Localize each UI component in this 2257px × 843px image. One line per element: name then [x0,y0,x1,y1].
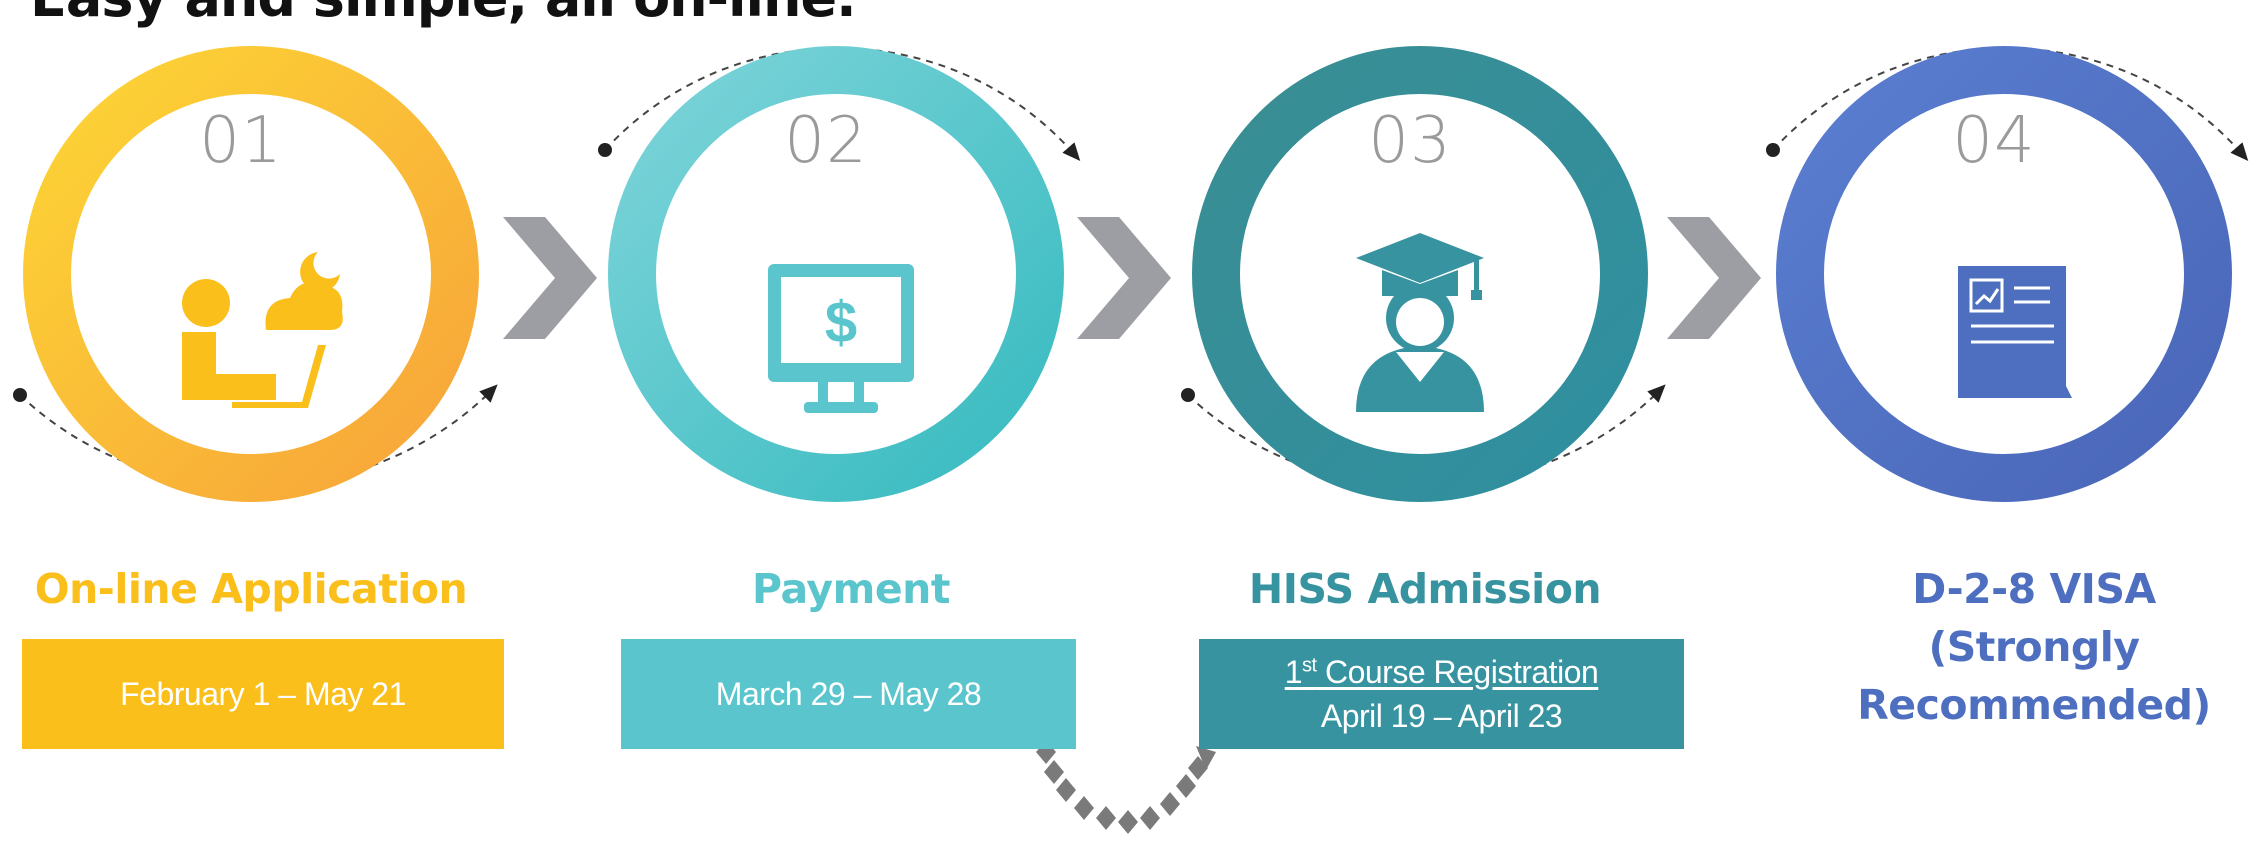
step-3-dates: April 19 – April 23 [1320,698,1563,734]
graduate-icon [1356,233,1484,412]
course-registration-link[interactable]: 1st Course Registration [1284,654,1599,690]
step-2-ring [608,46,1064,502]
step-4-title-line1: D-2-8 VISA [1912,565,2156,613]
chevron-right-icon [503,217,597,339]
step-1-date-box: February 1 – May 21 [22,639,504,749]
step-4-title-line3: Recommended) [1857,681,2211,729]
step-4-number: 04 [1952,104,2036,178]
arrow-chain-icon [1036,740,1216,834]
step-4-ring [1776,46,2232,502]
chevron-right-icon [1077,217,1171,339]
step-3-date-box: 1st Course Registration April 19 – April… [1199,639,1684,749]
page-headline: Easy and simple, all on-line. [30,0,857,29]
step-1-dates: February 1 – May 21 [120,675,406,712]
step-2-number: 02 [784,104,868,178]
step-3-ring [1192,46,1648,502]
step-2-date-box: March 29 – May 28 [621,639,1076,749]
step-4-title: D-2-8 VISA (Strongly Recommended) [1804,560,2257,734]
step-1-title: On-line Application [34,565,468,613]
step-1-ring [23,46,479,502]
step-1-number: 01 [199,104,283,178]
step-3-number: 03 [1368,104,1452,178]
svg-text:$: $ [825,290,857,355]
person-laptop-cloud-icon [182,252,343,408]
step-3-title: HISS Admission [1248,565,1602,613]
document-chart-icon [1958,266,2072,398]
step-2-dates: March 29 – May 28 [715,675,982,712]
chevron-right-icon [1667,217,1761,339]
monitor-dollar-icon: $ [768,264,914,413]
step-4-title-line2: (Strongly [1928,623,2140,671]
step-2-title: Payment [752,565,950,613]
